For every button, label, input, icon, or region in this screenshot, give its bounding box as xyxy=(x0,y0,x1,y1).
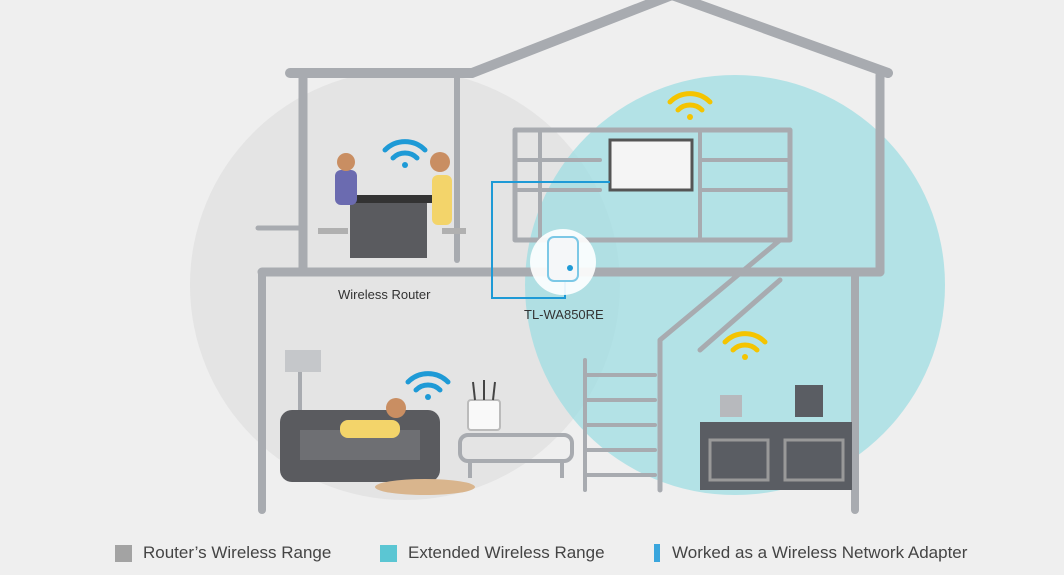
legend-swatch-cyan xyxy=(380,544,397,562)
router-icon xyxy=(467,380,501,431)
tv xyxy=(608,138,694,192)
wifi-icon xyxy=(382,139,428,168)
wifi-icon xyxy=(405,371,451,400)
legend: Router’s Wireless Range Extended Wireles… xyxy=(0,535,1064,565)
legend-swatch-gray xyxy=(115,544,132,562)
sofa-scene xyxy=(280,398,475,495)
legend-item-router-range: Router’s Wireless Range xyxy=(115,543,331,563)
wifi-icon xyxy=(667,91,713,120)
legend-swatch-blue-bar xyxy=(654,544,660,562)
router-label: Wireless Router xyxy=(338,287,431,302)
wifi-icon xyxy=(722,331,768,360)
legend-label: Worked as a Wireless Network Adapter xyxy=(672,543,968,562)
legend-item-network-adapter: Worked as a Wireless Network Adapter xyxy=(654,543,967,563)
extender-label: TL-WA850RE xyxy=(524,307,604,322)
tv-stand xyxy=(458,433,574,478)
desk-scene xyxy=(318,152,466,258)
lamp-shade xyxy=(285,350,321,372)
house-icon xyxy=(255,0,893,514)
kitchen xyxy=(700,385,852,490)
legend-item-extended-range: Extended Wireless Range xyxy=(380,543,605,563)
legend-label: Extended Wireless Range xyxy=(408,543,605,562)
range-extender-icon xyxy=(530,229,596,295)
legend-label: Router’s Wireless Range xyxy=(143,543,332,562)
